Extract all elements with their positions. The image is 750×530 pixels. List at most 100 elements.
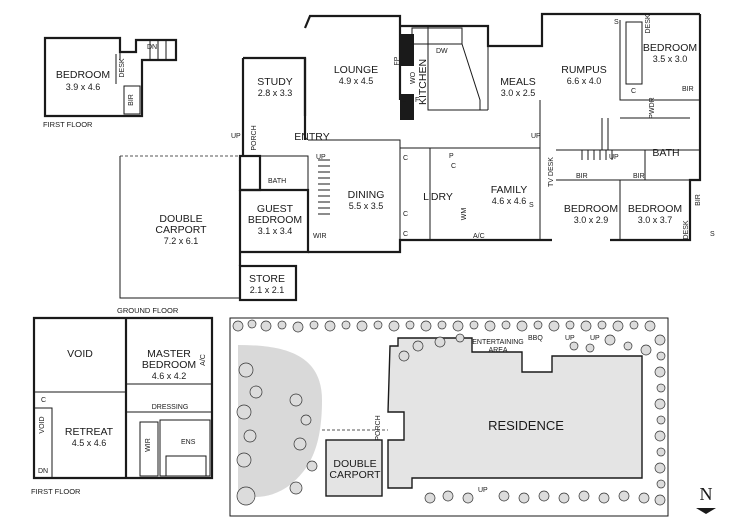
ground-floor-caption: GROUND FLOOR <box>117 306 179 315</box>
c-dining3-label: C <box>403 231 408 238</box>
dressing-label: DRESSING <box>152 404 189 411</box>
dim-study: 2.8 x 3.3 <box>258 88 293 98</box>
ens-label: ENS <box>181 439 196 446</box>
wm-label: WM <box>461 208 468 221</box>
dim-retreat: 4.5 x 4.6 <box>72 438 107 448</box>
bir-label: BIR <box>128 94 135 106</box>
c-dining-label: C <box>403 155 408 162</box>
dim-carport: 7.2 x 6.1 <box>164 236 199 246</box>
wo-label: WO <box>410 71 417 84</box>
s-ne-label: S <box>614 19 619 26</box>
first-floor-caption-2: FIRST FLOOR <box>31 487 81 496</box>
dim-dining: 5.5 x 3.5 <box>349 201 384 211</box>
room-bedroom-mid: BEDROOM <box>564 203 618 215</box>
porch-site-label: PORCH <box>375 415 382 440</box>
room-master-2: BEDROOM <box>142 359 196 371</box>
carport-site-1: DOUBLE <box>333 458 376 470</box>
bbq-label: BBQ <box>528 335 543 342</box>
c-ff-label: C <box>41 397 46 404</box>
up-entry-label: UP <box>316 154 326 161</box>
room-lounge: LOUNGE <box>334 64 378 76</box>
ground-floor-plan: STUDY 2.8 x 3.3 LOUNGE 4.9 x 4.5 FP DW W… <box>117 12 715 315</box>
room-bedroom-east: BEDROOM <box>628 203 682 215</box>
room-retreat: RETREAT <box>65 426 114 438</box>
dim-bedroom-east: 3.0 x 3.7 <box>638 215 673 225</box>
room-entry: ENTRY <box>294 131 329 143</box>
desk-ne-label: DESK <box>645 14 652 33</box>
void-small-label: VOID <box>39 416 46 433</box>
carport-site-2: CARPORT <box>329 469 381 481</box>
room-ldry: L'DRY <box>423 191 453 203</box>
dim-bedroom-ne: 3.5 x 3.0 <box>653 54 688 64</box>
up-porch-label: UP <box>231 133 241 140</box>
tree-border <box>232 319 666 506</box>
residence-label: RESIDENCE <box>488 418 564 433</box>
bir-east-label: BIR <box>695 194 702 206</box>
c-ldry-label: C <box>451 163 456 170</box>
wir-label: WIR <box>313 233 327 240</box>
svg-text:N: N <box>700 484 713 504</box>
dim-master: 4.6 x 4.2 <box>152 371 187 381</box>
bir-ne-label: BIR <box>682 86 694 93</box>
room-master-1: MASTER <box>147 348 191 360</box>
porch-label: PORCH <box>251 125 258 150</box>
c-dining2-label: C <box>403 211 408 218</box>
dim-store: 2.1 x 2.1 <box>250 285 285 295</box>
dim-meals: 3.0 x 2.5 <box>501 88 536 98</box>
room-carport-2: CARPORT <box>155 224 207 236</box>
room-kitchen: KITCHEN <box>417 59 429 105</box>
p-label: P <box>449 153 454 160</box>
room-rumpus: RUMPUS <box>561 64 607 76</box>
room-bath: BATH <box>652 147 679 159</box>
bath-small-label: BATH <box>268 178 286 185</box>
first-floor-master-plan: VOID MASTER BEDROOM 4.6 x 4.2 A/C DRESSI… <box>31 316 214 496</box>
up-site2-label: UP <box>590 335 600 342</box>
s-east-label: S <box>710 231 715 238</box>
dim-bedroom-ff: 3.9 x 4.6 <box>66 82 101 92</box>
room-guest-1: GUEST <box>257 203 294 215</box>
dim-rumpus: 6.6 x 4.0 <box>567 76 602 86</box>
dim-lounge: 4.9 x 4.5 <box>339 76 374 86</box>
dim-guest: 3.1 x 3.4 <box>258 226 293 236</box>
up-rumpus-label: UP <box>531 133 541 140</box>
dw-label: DW <box>436 48 448 55</box>
desk-label: DESK <box>119 58 126 77</box>
room-bedroom-ne: BEDROOM <box>643 42 697 54</box>
room-guest-2: BEDROOM <box>248 214 302 226</box>
pwdr-label: PWDR <box>649 97 656 118</box>
room-void: VOID <box>67 348 93 360</box>
tv-desk-label: TV DESK <box>548 157 555 187</box>
entertaining-2: AREA <box>488 347 507 354</box>
room-bedroom-ff: BEDROOM <box>56 69 110 81</box>
s-family-label: S <box>529 202 534 209</box>
bir-mid2-label: BIR <box>633 173 645 180</box>
up-site3-label: UP <box>478 487 488 494</box>
entertaining-1: ENTERTAINING <box>472 339 523 346</box>
room-family: FAMILY <box>491 184 528 196</box>
up-site-label: UP <box>565 335 575 342</box>
ac-ff-label: A/C <box>200 354 207 366</box>
room-store: STORE <box>249 273 285 285</box>
s-label: S <box>402 97 407 104</box>
c-ne-label: C <box>631 88 636 95</box>
north-arrow-icon: N <box>696 484 716 514</box>
room-study: STUDY <box>257 76 293 88</box>
dim-bedroom-mid: 3.0 x 2.9 <box>574 215 609 225</box>
site-plan: ENTERTAINING AREA BBQ UP UP PORCH RESIDE… <box>229 317 669 517</box>
desk-east-label: DESK <box>683 220 690 239</box>
bir-mid-label: BIR <box>576 173 588 180</box>
ac-label: A/C <box>473 233 485 240</box>
room-dining: DINING <box>348 189 385 201</box>
room-carport-1: DOUBLE <box>159 213 202 225</box>
dn-label: DN <box>147 44 157 51</box>
first-floor-bedroom-plan: BEDROOM 3.9 x 4.6 DESK BIR DN FIRST FLOO… <box>43 36 178 129</box>
fp-label: FP <box>394 56 401 65</box>
dim-family: 4.6 x 4.6 <box>492 196 527 206</box>
wir-ff-label: WIR <box>145 438 152 452</box>
f-label: F <box>415 97 419 104</box>
room-meals: MEALS <box>500 76 536 88</box>
up-rumpus2-label: UP <box>609 154 619 161</box>
first-floor-caption: FIRST FLOOR <box>43 120 93 129</box>
dn-ff-label: DN <box>38 468 48 475</box>
